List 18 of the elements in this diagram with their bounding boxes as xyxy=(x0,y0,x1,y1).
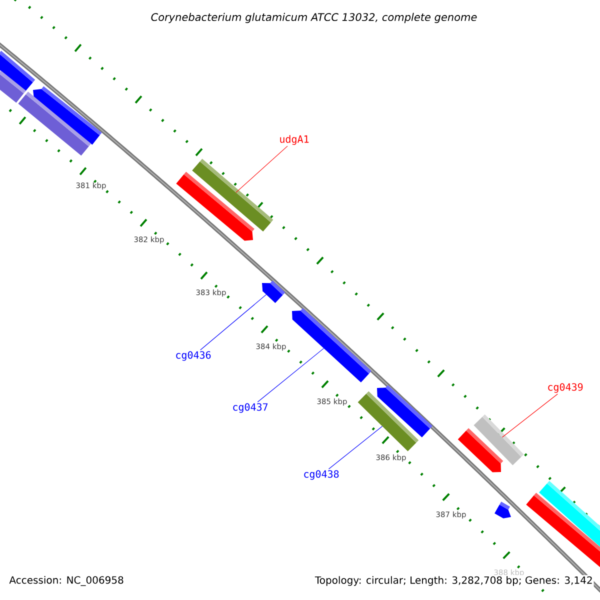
gene-feature xyxy=(262,280,286,304)
accession-text: Accession: NC_006958 xyxy=(8,575,125,587)
gene-label: cg0438 xyxy=(304,470,339,480)
leader-line xyxy=(257,348,324,402)
gene-label: cg0436 xyxy=(176,351,211,361)
gene-feature xyxy=(474,414,524,466)
gene-label: udgA1 xyxy=(280,135,309,145)
leader-line xyxy=(200,294,267,350)
gene-label: cg0437 xyxy=(233,403,268,413)
gene-feature xyxy=(358,391,419,452)
gene-feature xyxy=(192,158,274,232)
title: Corynebacterium glutamicum ATCC 13032, complete genome xyxy=(150,12,478,24)
genome-info-text: Topology: circular; Length: 3,282,708 bp; Genes: 3,142 xyxy=(314,575,594,587)
gene-label: cg0439 xyxy=(548,383,583,393)
leader-line xyxy=(502,394,558,438)
leader-line xyxy=(236,146,288,193)
gene-feature xyxy=(292,308,372,382)
leader-line xyxy=(328,426,383,470)
